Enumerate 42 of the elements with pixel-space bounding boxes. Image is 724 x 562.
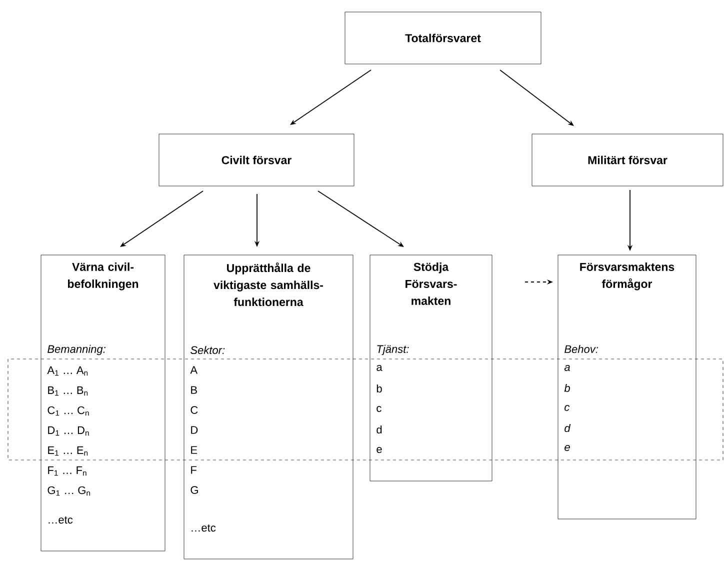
list-title: Tjänst: [377, 344, 409, 356]
box-heading: Stödja Försvars- makten [406, 262, 457, 305]
list-item: G [190, 486, 198, 494]
list-item: c [376, 406, 382, 412]
list-item: C [190, 406, 198, 414]
list-box [184, 254, 354, 560]
list-item: G$_{1}$ … G$_{n}$ [48, 486, 90, 496]
list-title: Behov: [564, 344, 598, 354]
list-item: E$_{1}$ … E$_{n}$ [48, 446, 88, 456]
list-item: e [376, 446, 382, 453]
list-item: d [376, 425, 382, 434]
list-title: Sektor: [190, 346, 225, 354]
list-item: b [564, 384, 570, 392]
list-item: B [191, 386, 197, 394]
list-item: d [564, 424, 571, 432]
box: Totalförsvaret [344, 12, 542, 64]
list-item: E [191, 446, 198, 454]
box-heading: Upprätthålla de viktigaste samhälls- funktionerna [214, 262, 323, 306]
list-item: D [191, 426, 198, 434]
list-item: c [564, 404, 570, 411]
box-heading: Försvarsmaktens förmågor [580, 262, 674, 290]
list-item: F$_{1}$ … F$_{n}$ [48, 466, 86, 476]
list-item: B$_{1}$ … B$_{n}$ [48, 386, 88, 396]
box: Civilt försvar [158, 134, 354, 186]
list-item: C$_{1}$ … C$_{n}$ [48, 406, 89, 416]
list-item: a [376, 365, 382, 371]
box: Militärt försvar [532, 134, 724, 186]
arrow [500, 70, 574, 126]
list-item: A$_{1}$ … A$_{n}$ [47, 366, 88, 376]
list-box [370, 254, 492, 482]
list-box [40, 254, 166, 552]
list-item: e [564, 444, 570, 451]
list-item: D$_{1}$ … D$_{n}$ [48, 426, 89, 436]
box-heading: Värna civil- befolkningen [68, 262, 138, 290]
list-item: A [190, 366, 198, 374]
list-item: b [376, 384, 382, 393]
list-item: …etc [48, 516, 73, 524]
list-item: a [564, 365, 570, 371]
list-box [558, 254, 696, 520]
list-item: …etc [192, 524, 216, 532]
list-item: F [191, 466, 196, 474]
list-title: Bemanning: [48, 344, 106, 356]
